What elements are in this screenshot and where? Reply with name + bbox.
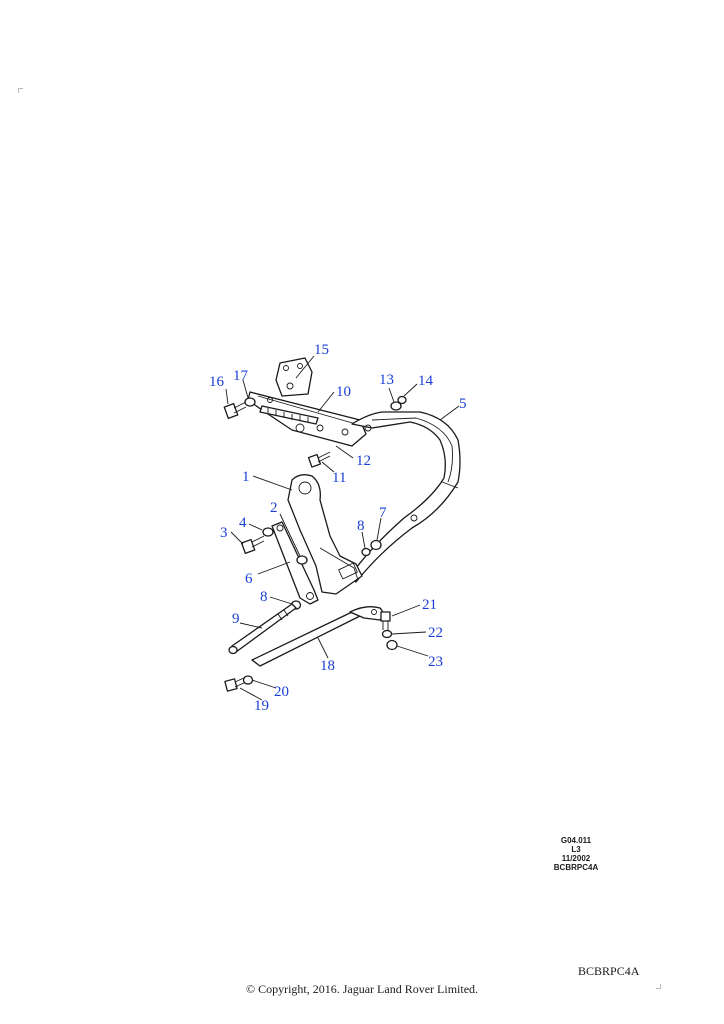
reference-level: L3 xyxy=(571,845,581,854)
callout-7: 7 xyxy=(379,505,387,521)
callout-15: 15 xyxy=(314,342,329,358)
leader-6 xyxy=(257,561,291,575)
leader-19 xyxy=(239,687,263,701)
leader-14 xyxy=(403,383,418,397)
leader-21 xyxy=(391,604,421,617)
crop-mark-top-left xyxy=(18,88,23,93)
callout-5: 5 xyxy=(459,396,467,412)
crop-mark-bottom-right xyxy=(656,984,661,989)
leader-20 xyxy=(251,679,277,689)
leader-5 xyxy=(439,405,460,421)
leader-3 xyxy=(230,531,244,545)
callout-1: 1 xyxy=(242,469,250,485)
leader-17 xyxy=(242,379,249,399)
leader-9 xyxy=(239,622,263,629)
leader-22 xyxy=(391,631,427,635)
leader-23 xyxy=(396,645,429,657)
leader-7 xyxy=(376,517,382,541)
part-15-bracket-plate xyxy=(275,357,313,397)
part-19-bolt xyxy=(224,676,247,692)
part-20-washer xyxy=(242,675,254,685)
callout-22: 22 xyxy=(428,625,443,641)
part-13-14-nut-washer xyxy=(390,395,407,411)
callout-21: 21 xyxy=(422,597,437,613)
callout-6: 6 xyxy=(245,571,253,587)
leader-2 xyxy=(279,513,301,557)
leader-1 xyxy=(252,475,293,491)
copyright-notice: © Copyright, 2016. Jaguar Land Rover Lim… xyxy=(245,982,479,996)
callout-20: 20 xyxy=(274,684,289,700)
callout-4: 4 xyxy=(239,515,247,531)
leader-11 xyxy=(321,461,335,473)
drawing-reference-block: G04.011 L3 11/2002 BCBRPC4A xyxy=(548,836,604,872)
part-21-bolt xyxy=(380,611,391,630)
part-2-spacer xyxy=(296,555,308,565)
part-4-washer xyxy=(262,527,274,537)
part-7-nut xyxy=(370,539,382,551)
callout-19: 19 xyxy=(254,698,269,714)
part-22-washer xyxy=(381,629,393,639)
callout-labels: 1 2 3 4 5 6 7 8 8 9 10 11 12 13 14 15 16… xyxy=(209,342,467,714)
part-23-nut xyxy=(386,639,398,651)
leader-4 xyxy=(248,523,263,531)
callout-14: 14 xyxy=(418,373,434,389)
callout-12: 12 xyxy=(356,453,371,469)
leader-18 xyxy=(317,637,329,659)
callout-16: 16 xyxy=(209,374,225,390)
image-code-label: BCBRPC4A xyxy=(578,964,640,978)
threaded-rod xyxy=(259,405,319,425)
part-3-bolt xyxy=(240,535,265,554)
callout-9: 9 xyxy=(232,611,240,627)
leader-8a xyxy=(361,531,366,549)
callout-8a: 8 xyxy=(357,518,365,534)
callout-8b: 8 xyxy=(260,589,268,605)
leader-8b xyxy=(269,596,293,605)
part-5-belt-guard xyxy=(349,411,461,583)
part-16-bolt xyxy=(223,401,247,419)
callout-13: 13 xyxy=(379,372,394,388)
reference-image-id: BCBRPC4A xyxy=(553,863,599,872)
callout-3: 3 xyxy=(220,525,228,541)
callout-17: 17 xyxy=(233,368,249,384)
part-11-bolt xyxy=(307,451,331,468)
part-1-main-bracket xyxy=(287,474,363,595)
part-9-long-bolt xyxy=(228,603,297,655)
leader-lines xyxy=(225,355,460,701)
leader-10 xyxy=(317,391,335,413)
callout-18: 18 xyxy=(320,658,335,674)
callout-2: 2 xyxy=(270,500,278,516)
leader-16 xyxy=(225,388,229,405)
part-18-adjusting-strut xyxy=(251,606,384,667)
leader-12 xyxy=(335,445,354,459)
reference-date: 11/2002 xyxy=(561,854,591,863)
part-6-arm-link xyxy=(271,521,319,605)
reference-code: G04.011 xyxy=(560,836,592,845)
part-17-washer xyxy=(244,397,256,407)
leader-13 xyxy=(388,387,395,403)
callout-10: 10 xyxy=(336,384,351,400)
callout-11: 11 xyxy=(332,470,346,486)
callout-23: 23 xyxy=(428,654,443,670)
leader-15 xyxy=(295,355,315,379)
part-8-washer-upper xyxy=(361,547,371,557)
